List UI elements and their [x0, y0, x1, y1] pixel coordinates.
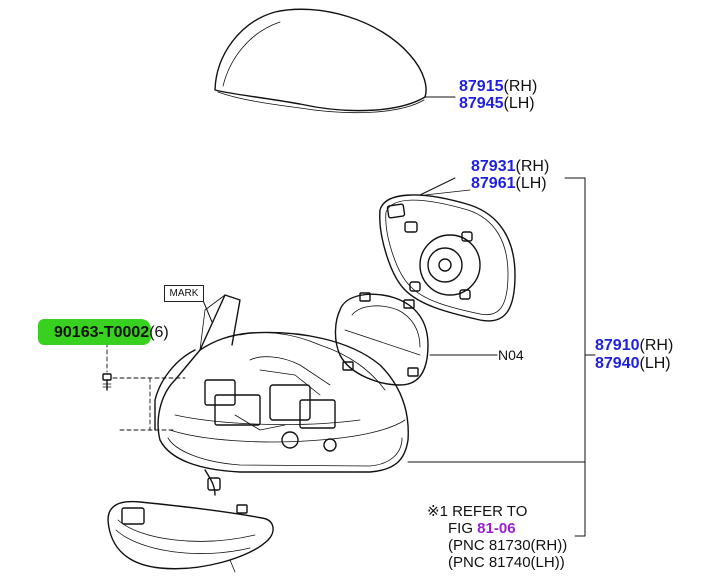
n04-label: N04 — [498, 347, 524, 363]
assembly-callout-rh[interactable]: 87910(RH) — [595, 337, 673, 355]
assembly-bracket — [564, 177, 596, 537]
refer-note-line1: ※1 REFER TO — [427, 503, 528, 520]
screw-highlight — [38, 319, 151, 345]
assembly-lh-side: (LH) — [639, 355, 671, 372]
cover-lh-part-number[interactable]: 87945 — [459, 95, 504, 112]
cover-rh-part-number[interactable]: 87915 — [459, 78, 504, 95]
refer-note-fig[interactable]: FIG 81-06 — [448, 520, 516, 538]
assembly-rh-part-number[interactable]: 87910 — [595, 337, 640, 354]
mirror-cover-part[interactable] — [214, 8, 456, 114]
mirror-housing-assembly[interactable] — [154, 294, 586, 496]
mirror-callout-rh[interactable]: 87931(RH) — [471, 158, 549, 176]
assembly-lh-part-number[interactable]: 87940 — [595, 355, 640, 372]
screw-part[interactable] — [102, 373, 112, 391]
cover-callout-rh[interactable]: 87915(RH) — [459, 78, 537, 96]
refer-note-pnc-rh: (PNC 81730(RH)) — [448, 537, 568, 554]
mirror-lh-part-number[interactable]: 87961 — [471, 175, 516, 192]
refer-note-pnc-lh: (PNC 81740(LH)) — [448, 554, 565, 571]
mark-leader — [201, 297, 213, 323]
mirror-callout-lh[interactable]: 87961(LH) — [471, 175, 547, 193]
mirror-glass-part[interactable] — [379, 177, 516, 322]
screw-callout[interactable]: 90163-T0002(6) — [54, 324, 169, 342]
turn-signal-lamp-part[interactable] — [107, 500, 274, 573]
cover-rh-side: (RH) — [503, 78, 538, 95]
assembly-rh-side: (RH) — [639, 337, 674, 354]
mark-label: MARK — [164, 285, 204, 302]
mirror-rh-part-number[interactable]: 87931 — [471, 158, 516, 175]
screw-leader-lines — [106, 342, 186, 431]
assembly-callout-lh[interactable]: 87940(LH) — [595, 355, 671, 373]
screw-part-number[interactable]: 90163-T0002 — [54, 324, 150, 341]
cover-lh-side: (LH) — [503, 95, 535, 112]
fig-prefix: FIG — [448, 520, 478, 537]
screw-quantity: (6) — [149, 324, 169, 341]
fig-link[interactable]: 81-06 — [477, 520, 516, 537]
actuator-motor-part[interactable] — [334, 292, 498, 386]
mirror-rh-side: (RH) — [515, 158, 550, 175]
cover-callout-lh[interactable]: 87945(LH) — [459, 95, 535, 113]
mirror-lh-side: (LH) — [515, 175, 547, 192]
